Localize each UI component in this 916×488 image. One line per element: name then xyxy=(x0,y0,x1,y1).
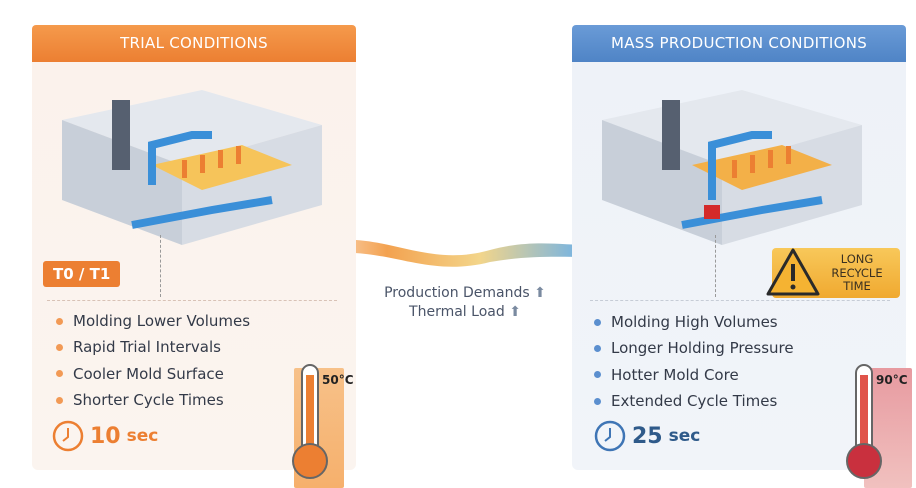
bullet-icon xyxy=(56,317,63,325)
mold-illustration xyxy=(602,90,862,245)
callout-line xyxy=(715,235,716,297)
clock-icon xyxy=(52,420,84,452)
bullet-text: Cooler Mold Surface xyxy=(73,364,224,383)
bullet-text: Molding High Volumes xyxy=(611,313,778,332)
list-item: Rapid Trial Intervals xyxy=(56,334,250,360)
transition-line-1: Production Demands ⬆ xyxy=(340,285,590,301)
list-item: Molding Lower Volumes xyxy=(56,308,250,334)
bullet-icon xyxy=(594,371,601,379)
mass-production-panel: MASS PRODUCTION CONDITIONS LONG RECYCLE … xyxy=(572,25,912,488)
cycle-unit: sec xyxy=(126,426,159,446)
temperature-label: 90°C xyxy=(876,373,908,387)
bullet-icon xyxy=(594,397,601,405)
long-recycle-time-warning: LONG RECYCLE TIME xyxy=(766,248,900,298)
list-item: Shorter Cycle Times xyxy=(56,387,250,413)
bullet-icon xyxy=(594,318,601,326)
list-item: Molding High Volumes xyxy=(594,309,794,335)
warning-icon xyxy=(766,248,820,296)
bullet-icon xyxy=(56,343,63,351)
bullet-icon xyxy=(56,370,63,378)
thermometer-icon xyxy=(292,364,328,479)
trial-conditions-panel: TRIAL CONDITIONS T0 / T1 Molding Lower V… xyxy=(32,25,356,488)
bullet-text: Molding Lower Volumes xyxy=(73,312,251,331)
list-item: Extended Cycle Times xyxy=(594,388,794,414)
clock-icon xyxy=(594,420,626,452)
trial-panel-header: TRIAL CONDITIONS xyxy=(32,25,356,62)
callout-line xyxy=(160,235,161,297)
list-item: Longer Holding Pressure xyxy=(594,335,794,361)
cycle-value: 10 xyxy=(90,423,121,449)
thermometer-icon xyxy=(846,364,882,479)
temperature-label: 50°C xyxy=(322,373,354,387)
warning-text: LONG RECYCLE TIME xyxy=(831,252,883,293)
mold-illustration xyxy=(62,90,322,245)
transition-line-2: Thermal Load ⬆ xyxy=(340,304,590,320)
production-bullet-list: Molding High Volumes Longer Holding Pres… xyxy=(594,309,794,414)
bullet-icon xyxy=(56,396,63,404)
divider xyxy=(590,300,890,301)
production-demands-text: Production Demands xyxy=(384,285,530,301)
bullet-text: Longer Holding Pressure xyxy=(611,339,794,358)
trial-bullet-list: Molding Lower Volumes Rapid Trial Interv… xyxy=(56,308,250,413)
arrow-up-icon: ⬆ xyxy=(509,304,521,320)
list-item: Cooler Mold Surface xyxy=(56,361,250,387)
bullet-icon xyxy=(594,344,601,352)
thermal-load-text: Thermal Load xyxy=(409,304,505,320)
list-item: Hotter Mold Core xyxy=(594,362,794,388)
trial-badge: T0 / T1 xyxy=(43,261,121,287)
bullet-text: Rapid Trial Intervals xyxy=(73,338,221,357)
production-panel-header: MASS PRODUCTION CONDITIONS xyxy=(572,25,906,62)
arrow-up-icon: ⬆ xyxy=(534,285,546,301)
divider xyxy=(47,300,337,301)
transition-arrow xyxy=(310,233,618,267)
cycle-value: 25 xyxy=(632,423,663,449)
bullet-text: Hotter Mold Core xyxy=(611,365,739,384)
cycle-unit: sec xyxy=(668,426,701,446)
bullet-text: Shorter Cycle Times xyxy=(73,391,224,410)
bullet-text: Extended Cycle Times xyxy=(611,392,778,411)
